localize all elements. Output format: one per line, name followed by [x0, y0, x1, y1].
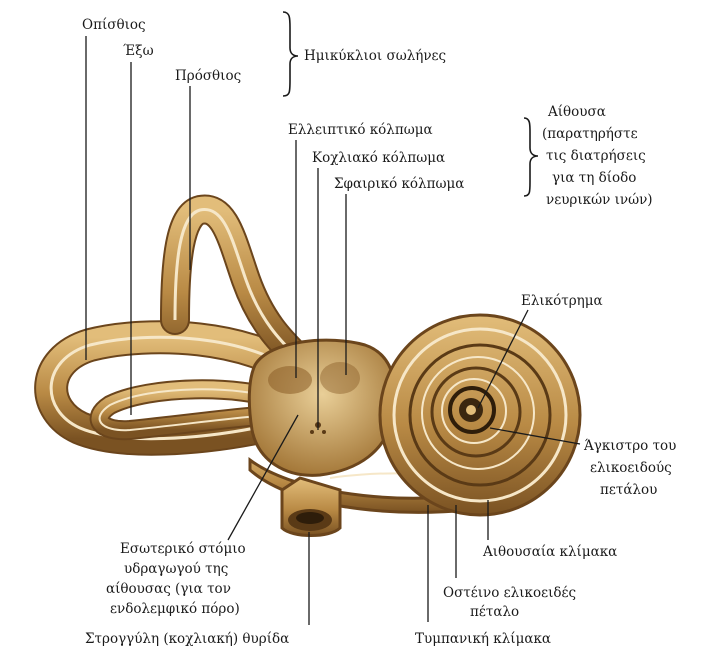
label-vestibule: Αίθουσα: [547, 104, 606, 120]
vestibule-shape: [249, 340, 395, 475]
label-utricle: Ελλειπτικό κόλπωμα: [288, 122, 433, 138]
label-scala-vestibuli: Αιθουσαία κλίμακα: [482, 544, 617, 560]
label-aqueduct-1: Εσωτερικό στόμιο: [120, 541, 246, 557]
brace-vestibule: [524, 118, 538, 196]
label-posterior: Οπίσθιος: [82, 17, 146, 33]
label-vestibule-note-4: νευρικών ινών): [546, 192, 653, 208]
label-saccule: Σφαιρικό κόλπωμα: [334, 176, 464, 192]
label-cochlear-recess: Κοχλιακό κόλπωμα: [312, 150, 445, 166]
label-osseous-lamina-1: Οστέινο ελικοειδές: [443, 585, 576, 601]
label-hamulus-3: πετάλου: [600, 482, 657, 498]
label-hamulus-2: ελικοειδούς: [590, 460, 672, 476]
label-scala-tympani: Τυμπανική κλίμακα: [415, 631, 551, 647]
label-lateral: Έξω: [123, 43, 154, 59]
label-vestibule-note-1: (παρατηρήστε: [542, 126, 638, 142]
label-hamulus-1: Άγκιστρο του: [583, 438, 676, 454]
label-anterior: Πρόσθιος: [175, 68, 241, 84]
round-window-shape: [282, 478, 340, 536]
label-vestibule-note-2: τις διατρήσεις: [546, 148, 646, 164]
label-round-window: Στρογγύλη (κοχλιακή) θυρίδα: [85, 631, 289, 647]
cochlea-shape: [380, 315, 580, 515]
label-semicircular-canals: Ημικύκλιοι σωλήνες: [304, 48, 446, 64]
label-aqueduct-3: αίθουσας (για τον: [106, 581, 231, 597]
label-aqueduct-2: υδραγωγού της: [124, 561, 228, 577]
label-aqueduct-4: ενδολεμφικό πόρο): [110, 601, 240, 617]
label-vestibule-note-3: για τη δίοδο: [552, 170, 636, 186]
label-helicotrema: Ελικότρημα: [521, 293, 603, 309]
brace-semicircular: [283, 12, 298, 96]
label-osseous-lamina-2: πέταλο: [470, 604, 519, 620]
